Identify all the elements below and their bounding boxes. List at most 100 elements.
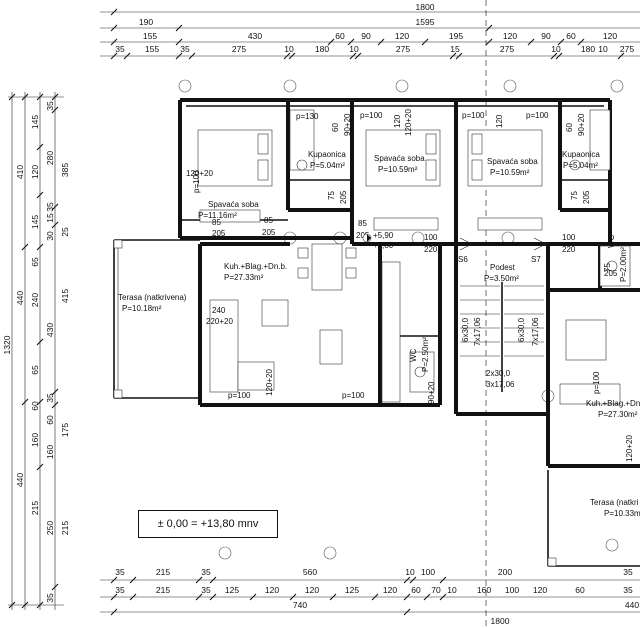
opening-label: p=100 — [192, 170, 201, 193]
dim-top: 275 — [500, 44, 514, 54]
opening-label: p=100 — [592, 371, 601, 394]
dim-top: 180 — [581, 44, 595, 54]
dim-top-total: 1800 — [416, 2, 435, 12]
opening-label: 120+20 — [265, 369, 274, 396]
room-name: WC — [607, 234, 616, 248]
wardrobe — [477, 217, 543, 231]
dim-left: 145 — [30, 115, 40, 129]
room-area: P=5.04m² — [563, 161, 598, 170]
left-ticks — [8, 93, 59, 609]
room-area: P=2.00m² — [619, 247, 628, 282]
opening-label: 75 — [327, 191, 336, 200]
stair-flight: 7x17,06 — [473, 317, 482, 346]
dim-left: 175 — [60, 423, 70, 437]
dim-left: 120 — [30, 165, 40, 179]
room-area: P=27.33m² — [224, 273, 264, 282]
room-area: P=10.33m — [604, 509, 640, 518]
axis-marker — [605, 538, 619, 552]
dining-table — [311, 243, 343, 291]
dim-top: 10 — [551, 44, 561, 54]
dim-top: 90 — [541, 31, 551, 41]
dim-top: 275 — [620, 44, 634, 54]
opening-label: 205 — [339, 190, 348, 204]
axis-marker — [178, 79, 192, 93]
room-name: Terasa (natkri — [590, 498, 639, 507]
dim-top: 15 — [450, 44, 460, 54]
dim-top: 10 — [284, 44, 294, 54]
dim-bottom: 440 — [625, 600, 639, 610]
room-name: Kupaonica — [308, 150, 346, 159]
level-note: ± 0,00 = +13,80 mnv — [138, 510, 278, 538]
sofa — [559, 383, 621, 405]
dim-bottom: 60 — [575, 585, 585, 595]
axis-markers — [178, 79, 624, 560]
opening-label: 85 — [212, 218, 221, 227]
dim-bottom: 10 — [447, 585, 457, 595]
opening-label: 75 — [570, 191, 579, 200]
opening-label: 205 — [604, 269, 618, 278]
dim-top: 120 — [603, 31, 617, 41]
dim-left: 385 — [60, 163, 70, 177]
opening-label: p=100 — [526, 111, 549, 120]
dim-bottom: 120 — [265, 585, 279, 595]
dim-bottom: 200 — [498, 567, 512, 577]
opening-label: 205 — [262, 228, 276, 237]
dim-top: 190 — [139, 17, 153, 27]
dim-left: 440 — [15, 291, 25, 305]
dim-bottom: 120 — [383, 585, 397, 595]
room-area: P=10.59m² — [490, 168, 530, 177]
bathtub — [589, 109, 611, 171]
axis-marker — [218, 546, 232, 560]
room-area: P=3.50m² — [484, 274, 519, 283]
room-name: Kuh.+Blag.+Dn.b. — [586, 399, 640, 408]
dim-left: 35 — [45, 393, 55, 403]
dim-left: 215 — [60, 521, 70, 535]
axis-marker — [323, 546, 337, 560]
kitchen-counter — [381, 261, 401, 403]
dim-left: 35 — [45, 593, 55, 603]
dining-table — [565, 319, 607, 361]
dim-top: 155 — [143, 31, 157, 41]
room-name: WC — [409, 348, 418, 362]
room-area: P=5.04m² — [310, 161, 345, 170]
dim-top: 430 — [248, 31, 262, 41]
dim-left-total: 1320 — [2, 335, 12, 354]
room-area: P=10.59m² — [378, 165, 418, 174]
dim-bottom: 70 — [431, 585, 441, 595]
dim-top: 60 — [335, 31, 345, 41]
room-name: Spavaća soba — [374, 154, 425, 163]
opening-label: 120 — [393, 114, 402, 128]
dim-bottom: 125 — [345, 585, 359, 595]
dim-bottom: 100 — [421, 567, 435, 577]
dim-bottom: 35 — [115, 567, 125, 577]
axis-marker — [610, 79, 624, 93]
dim-left: 65 — [30, 257, 40, 267]
opening-label: 60 — [565, 123, 574, 132]
dim-bottom: 740 — [293, 600, 307, 610]
coffee-table — [261, 299, 289, 327]
elevation: +5,90 — [373, 231, 394, 240]
top-dimensions: 1800 190 430 1595 155 60 90 120 195 120 … — [100, 2, 640, 60]
toilet — [296, 159, 308, 171]
room-name: Spavaća soba — [208, 200, 259, 209]
elevation-marks: +5,90 +5,80 — [362, 231, 394, 250]
opening-label: 85 — [358, 219, 367, 228]
dim-bottom: 35 — [623, 567, 633, 577]
opening-label: 205 — [212, 229, 226, 238]
stair-label-s6: S6 — [458, 255, 468, 264]
dim-bottom: 215 — [156, 585, 170, 595]
opening-label: 90+20 — [427, 381, 436, 404]
dim-bottom: 120 — [305, 585, 319, 595]
dim-left: 250 — [45, 521, 55, 535]
room-area: P=27.30m² — [598, 410, 638, 419]
dim-bottom: 35 — [115, 585, 125, 595]
dim-bottom: 35 — [201, 585, 211, 595]
stair-flight: 7x17,06 — [531, 317, 540, 346]
axis-marker — [503, 79, 517, 93]
wardrobe — [373, 217, 439, 231]
dim-left: 145 — [30, 215, 40, 229]
room-area: P=10.18m² — [122, 304, 162, 313]
opening-label: 100 — [562, 233, 576, 242]
opening-label: p=130 — [296, 112, 319, 121]
